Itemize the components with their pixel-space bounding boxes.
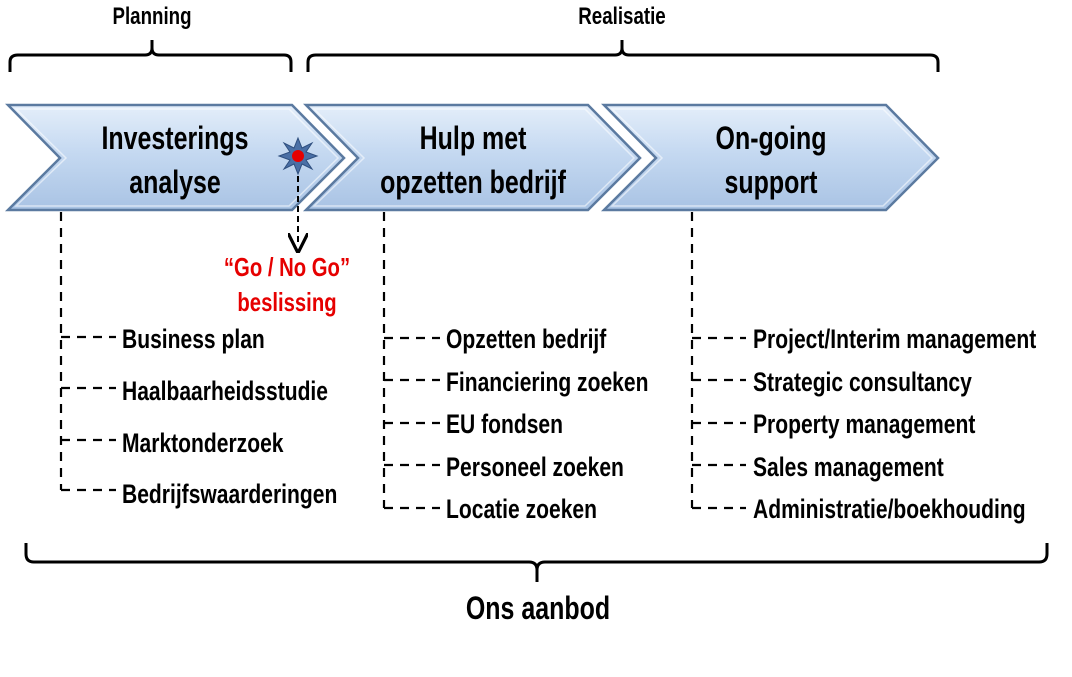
list-item: Marktonderzoek: [122, 428, 284, 458]
list-item: Personeel zoeken: [446, 452, 624, 482]
list-item: Financiering zoeken: [446, 367, 649, 397]
list-item: Property management: [753, 409, 976, 439]
column-3-connectors: [690, 212, 746, 510]
decision-label: “Go / No Go”beslissing: [223, 252, 351, 317]
chevron-hulp: [302, 103, 642, 212]
list-item: Haalbaarheidsstudie: [122, 376, 328, 406]
star-icon: [277, 136, 319, 176]
phase-label-realisatie: Realisatie: [578, 3, 666, 30]
list-item: Sales management: [753, 452, 944, 482]
column-2-connectors: [382, 212, 440, 510]
phase-label-planning: Planning: [112, 3, 192, 30]
footer-title: Ons aanbod: [465, 590, 611, 626]
chevron-investerings: [4, 103, 346, 212]
chevron-ongoing: [600, 103, 940, 212]
list-item: Business plan: [122, 324, 265, 354]
list-item: EU fondsen: [446, 409, 564, 439]
aanbod-brace: [24, 543, 1049, 582]
list-item: Strategic consultancy: [753, 367, 972, 397]
column-1-connectors: [59, 212, 116, 492]
planning-brace: [8, 40, 293, 72]
list-item: Administratie/boekhouding: [753, 494, 1026, 524]
list-item: Bedrijfswaarderingen: [122, 479, 338, 509]
list-item: Locatie zoeken: [446, 494, 597, 524]
list-item: Project/Interim management: [753, 324, 1037, 354]
list-item: Opzetten bedrijf: [446, 324, 607, 354]
realisatie-brace: [306, 40, 940, 72]
